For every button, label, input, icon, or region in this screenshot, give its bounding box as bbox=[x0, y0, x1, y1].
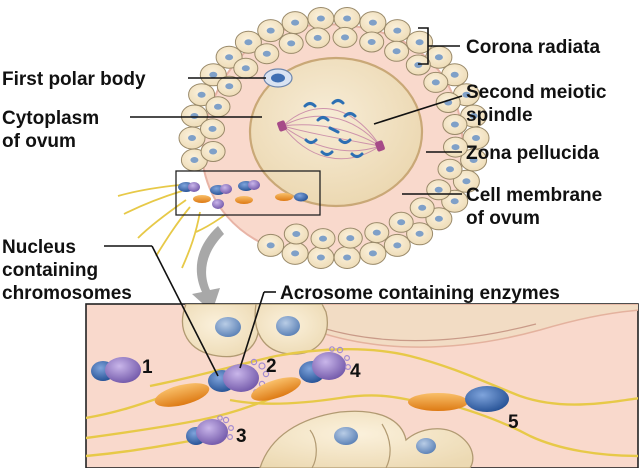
corona-cell-nucleus bbox=[208, 125, 217, 132]
corona-cell-nucleus bbox=[450, 71, 459, 78]
corona-cell-nucleus bbox=[292, 231, 301, 237]
label-cytoplasm-2: of ovum bbox=[2, 131, 76, 152]
corona-cell-nucleus bbox=[372, 229, 381, 236]
corona-cell-nucleus bbox=[469, 157, 478, 163]
chromosomes bbox=[303, 99, 364, 158]
corona-cell-nucleus bbox=[368, 19, 377, 26]
sperm-number-1: 1 bbox=[142, 357, 153, 378]
sperm-number-4: 4 bbox=[350, 361, 361, 382]
corona-cell-nucleus bbox=[190, 157, 199, 163]
corona-cell-nucleus bbox=[262, 50, 271, 57]
corona-cell-nucleus bbox=[209, 71, 218, 78]
label-cytoplasm-1: Cytoplasm bbox=[2, 108, 99, 129]
corona-cell-nucleus bbox=[392, 48, 401, 55]
sperm-2 bbox=[154, 358, 270, 407]
corona-cell-nucleus bbox=[214, 103, 222, 110]
corona-cell-nucleus bbox=[291, 250, 300, 257]
corona-cell-nucleus bbox=[287, 40, 296, 47]
corona-cell-nucleus bbox=[469, 113, 478, 119]
corona-cell-nucleus bbox=[450, 121, 459, 128]
label-second-meiotic-2: spindle bbox=[466, 105, 533, 126]
inset-corona-cell bbox=[259, 410, 474, 468]
corona-cell-nucleus bbox=[209, 148, 218, 155]
magnification-box bbox=[175, 170, 321, 216]
corona-cell-nucleus bbox=[367, 39, 376, 45]
corona-cell-nucleus bbox=[368, 250, 377, 257]
corona-cell-nucleus bbox=[266, 242, 275, 249]
corona-cell-nucleus bbox=[341, 34, 349, 41]
label-acrosome: Acrosome containing enzymes bbox=[280, 283, 560, 304]
zoom-arrow bbox=[192, 226, 224, 312]
corona-cell-nucleus bbox=[393, 27, 402, 34]
corona-cell-nucleus bbox=[415, 39, 424, 46]
corona-cell-nucleus bbox=[451, 144, 460, 151]
sperm-4 bbox=[251, 346, 352, 401]
leader-lines bbox=[104, 27, 463, 377]
label-nucleus-3: chromosomes bbox=[2, 283, 132, 304]
corona-cell-nucleus bbox=[472, 135, 480, 141]
inset-sperm-tails bbox=[86, 348, 638, 458]
corona-cell-nucleus bbox=[397, 219, 406, 226]
sperm-number-5: 5 bbox=[508, 412, 519, 433]
corona-cell-nucleus bbox=[190, 113, 199, 119]
corona-cell-nucleus bbox=[462, 91, 471, 98]
corona-cell-nucleus bbox=[431, 79, 440, 86]
corona-cell-nucleus bbox=[188, 135, 196, 141]
sperm-1 bbox=[91, 357, 141, 383]
label-zona-pellucida: Zona pellucida bbox=[466, 143, 599, 164]
corona-cell-nucleus bbox=[241, 65, 250, 72]
label-cell-membrane-1: Cell membrane bbox=[466, 185, 602, 206]
corona-cell-nucleus bbox=[316, 15, 325, 22]
corona-cell-nucleus bbox=[225, 54, 234, 61]
corona-cell-nucleus bbox=[266, 27, 275, 34]
corona-cell-nucleus bbox=[346, 235, 355, 242]
corona-cell-nucleus bbox=[319, 235, 327, 242]
corona-cell-nucleus bbox=[225, 83, 234, 90]
sperm-number-3: 3 bbox=[236, 426, 247, 447]
label-cell-membrane-2: of ovum bbox=[466, 208, 540, 229]
corona-cell-nucleus bbox=[316, 254, 325, 261]
corona-cell-nucleus bbox=[418, 204, 427, 211]
labels: Corona radiata First polar body Second m… bbox=[2, 37, 607, 304]
second-meiotic-spindle bbox=[277, 99, 385, 160]
upper-sperm-heads bbox=[178, 180, 308, 209]
corona-cell-nucleus bbox=[291, 19, 300, 26]
corona-cell-nucleus bbox=[434, 215, 443, 222]
corona-cell-nucleus bbox=[434, 54, 443, 61]
egg-overview bbox=[117, 7, 490, 269]
sperm-5 bbox=[408, 386, 509, 412]
corona-cell-nucleus bbox=[313, 34, 322, 41]
label-nucleus-2: containing bbox=[2, 260, 98, 281]
sperm-3 bbox=[186, 415, 235, 445]
label-corona-radiata: Corona radiata bbox=[466, 37, 601, 58]
label-second-meiotic-1: Second meiotic bbox=[466, 82, 607, 103]
corona-cell-nucleus bbox=[343, 254, 352, 261]
corona-cell-nucleus bbox=[462, 178, 471, 185]
corona-radiata-cells bbox=[178, 7, 490, 269]
corona-cell-nucleus bbox=[446, 166, 454, 173]
corona-cell-nucleus bbox=[434, 186, 443, 193]
label-nucleus-1: Nucleus bbox=[2, 237, 76, 258]
corona-cell-nucleus bbox=[414, 62, 423, 68]
magnified-inset: 1 2 3 4 5 bbox=[85, 303, 639, 468]
corona-cell-nucleus bbox=[450, 198, 459, 205]
corona-cell-nucleus bbox=[393, 242, 402, 249]
label-first-polar-body: First polar body bbox=[2, 69, 146, 90]
corona-cell-nucleus bbox=[415, 230, 424, 237]
corona-cell-nucleus bbox=[197, 91, 206, 98]
corona-cell-nucleus bbox=[343, 15, 352, 22]
corona-cell-nucleus bbox=[244, 39, 253, 46]
sperm-number-2: 2 bbox=[266, 356, 277, 377]
